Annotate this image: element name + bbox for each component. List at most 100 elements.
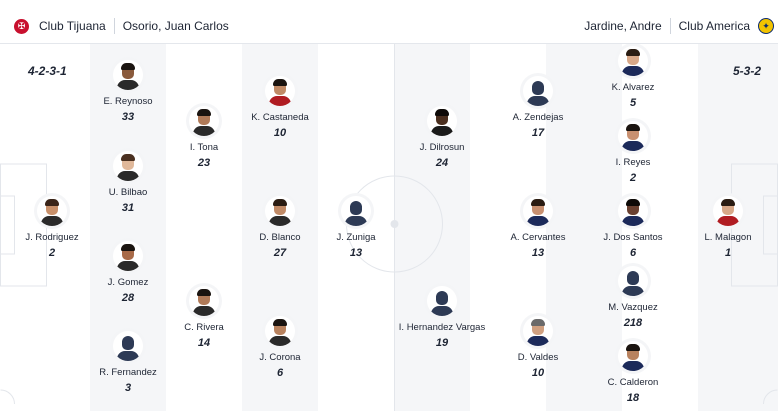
player-photo bbox=[523, 316, 553, 346]
player-name: D. Blanco bbox=[259, 232, 301, 243]
away-coach-name[interactable]: Jardine, Andre bbox=[584, 19, 662, 33]
player-number: 33 bbox=[121, 111, 135, 123]
player-number: 13 bbox=[349, 247, 363, 259]
home-player[interactable]: J. Rodriguez 2 bbox=[0, 196, 112, 259]
player-number: 5 bbox=[629, 97, 637, 109]
player-photo bbox=[523, 196, 553, 226]
corner-arc bbox=[763, 389, 778, 405]
player-name: C. Calderon bbox=[607, 377, 659, 388]
home-coach-name[interactable]: Osorio, Juan Carlos bbox=[122, 19, 229, 33]
home-player[interactable]: I. Tona 23 bbox=[144, 106, 264, 169]
player-photo bbox=[265, 76, 295, 106]
player-photo bbox=[265, 196, 295, 226]
center-spot bbox=[390, 220, 399, 228]
player-name: J. Dilrosun bbox=[419, 142, 465, 153]
player-name: J. Gomez bbox=[107, 277, 149, 288]
player-photo bbox=[618, 121, 648, 151]
pitch-stripe bbox=[546, 44, 622, 411]
pitch-stripe bbox=[698, 44, 778, 411]
player-number: 6 bbox=[276, 367, 284, 379]
player-number: 3 bbox=[124, 382, 132, 394]
player-number: 23 bbox=[197, 157, 211, 169]
away-player[interactable]: M. Vazquez 218 bbox=[573, 266, 693, 329]
player-name: K. Alvarez bbox=[611, 82, 655, 93]
player-photo bbox=[713, 196, 743, 226]
player-number: 31 bbox=[121, 202, 135, 214]
player-photo bbox=[265, 316, 295, 346]
player-number: 18 bbox=[626, 392, 640, 404]
player-name: J. Rodriguez bbox=[25, 232, 79, 243]
player-name: A. Zendejas bbox=[512, 112, 564, 123]
header-divider bbox=[669, 18, 671, 34]
player-photo bbox=[618, 46, 648, 76]
away-team-name[interactable]: Club America bbox=[678, 19, 750, 33]
home-team-info: ✠ Club Tijuana Osorio, Juan Carlos bbox=[14, 8, 229, 44]
player-name: I. Reyes bbox=[615, 157, 651, 168]
lineup-header: ✠ Club Tijuana Osorio, Juan Carlos Jardi… bbox=[0, 8, 778, 44]
player-name: J. Corona bbox=[259, 352, 301, 363]
club-tijuana-crest-icon: ✠ bbox=[14, 18, 29, 34]
player-silhouette-icon bbox=[113, 331, 143, 361]
club-america-crest-icon: ✦ bbox=[758, 18, 774, 34]
home-player[interactable]: J. Zuniga 13 bbox=[296, 196, 416, 259]
player-name: K. Castaneda bbox=[251, 112, 309, 123]
player-number: 218 bbox=[623, 317, 643, 329]
player-name: J. Dos Santos bbox=[603, 232, 663, 243]
player-number: 28 bbox=[121, 292, 135, 304]
player-number: 19 bbox=[435, 337, 449, 349]
player-silhouette-icon bbox=[341, 196, 371, 226]
header-divider bbox=[113, 18, 115, 34]
player-photo bbox=[113, 60, 143, 90]
player-name: U. Bilbao bbox=[108, 187, 148, 198]
player-silhouette-icon bbox=[618, 266, 648, 296]
player-name: L. Malagon bbox=[704, 232, 752, 243]
player-name: M. Vazquez bbox=[608, 302, 658, 313]
player-name: C. Rivera bbox=[184, 322, 224, 333]
away-team-info: Jardine, Andre Club America ✦ bbox=[584, 8, 774, 44]
player-photo bbox=[113, 151, 143, 181]
home-player[interactable]: C. Rivera 14 bbox=[144, 286, 264, 349]
home-player[interactable]: U. Bilbao 31 bbox=[68, 151, 188, 214]
player-photo bbox=[618, 341, 648, 371]
player-photo bbox=[37, 196, 67, 226]
pitch-stripe bbox=[394, 44, 470, 411]
player-name: I. Tona bbox=[189, 142, 219, 153]
home-player[interactable]: J. Corona 6 bbox=[220, 316, 340, 379]
player-name: A. Cervantes bbox=[510, 232, 566, 243]
pitch-stripe bbox=[318, 44, 394, 411]
player-name: J. Zuniga bbox=[336, 232, 376, 243]
corner-arc bbox=[0, 389, 15, 405]
away-player[interactable]: I. Reyes 2 bbox=[573, 121, 693, 184]
home-team-name[interactable]: Club Tijuana bbox=[39, 19, 106, 33]
away-player[interactable]: I. Hernandez Vargas 19 bbox=[382, 286, 502, 349]
away-player[interactable]: A. Zendejas 17 bbox=[478, 76, 598, 139]
player-number: 2 bbox=[48, 247, 56, 259]
player-number: 17 bbox=[531, 127, 545, 139]
home-formation: 4-2-3-1 bbox=[28, 64, 67, 78]
player-photo bbox=[427, 106, 457, 136]
away-player[interactable]: C. Calderon 18 bbox=[573, 341, 693, 404]
player-name: D. Valdes bbox=[517, 352, 559, 363]
home-player[interactable]: J. Gomez 28 bbox=[68, 241, 188, 304]
player-photo bbox=[113, 241, 143, 271]
player-photo bbox=[618, 196, 648, 226]
away-player[interactable]: K. Alvarez 5 bbox=[573, 46, 693, 109]
left-goal-box bbox=[0, 195, 15, 255]
away-formation: 5-3-2 bbox=[732, 64, 761, 78]
player-name: I. Hernandez Vargas bbox=[398, 322, 486, 333]
player-number: 2 bbox=[629, 172, 637, 184]
player-silhouette-icon bbox=[427, 286, 457, 316]
player-number: 14 bbox=[197, 337, 211, 349]
player-photo bbox=[189, 106, 219, 136]
